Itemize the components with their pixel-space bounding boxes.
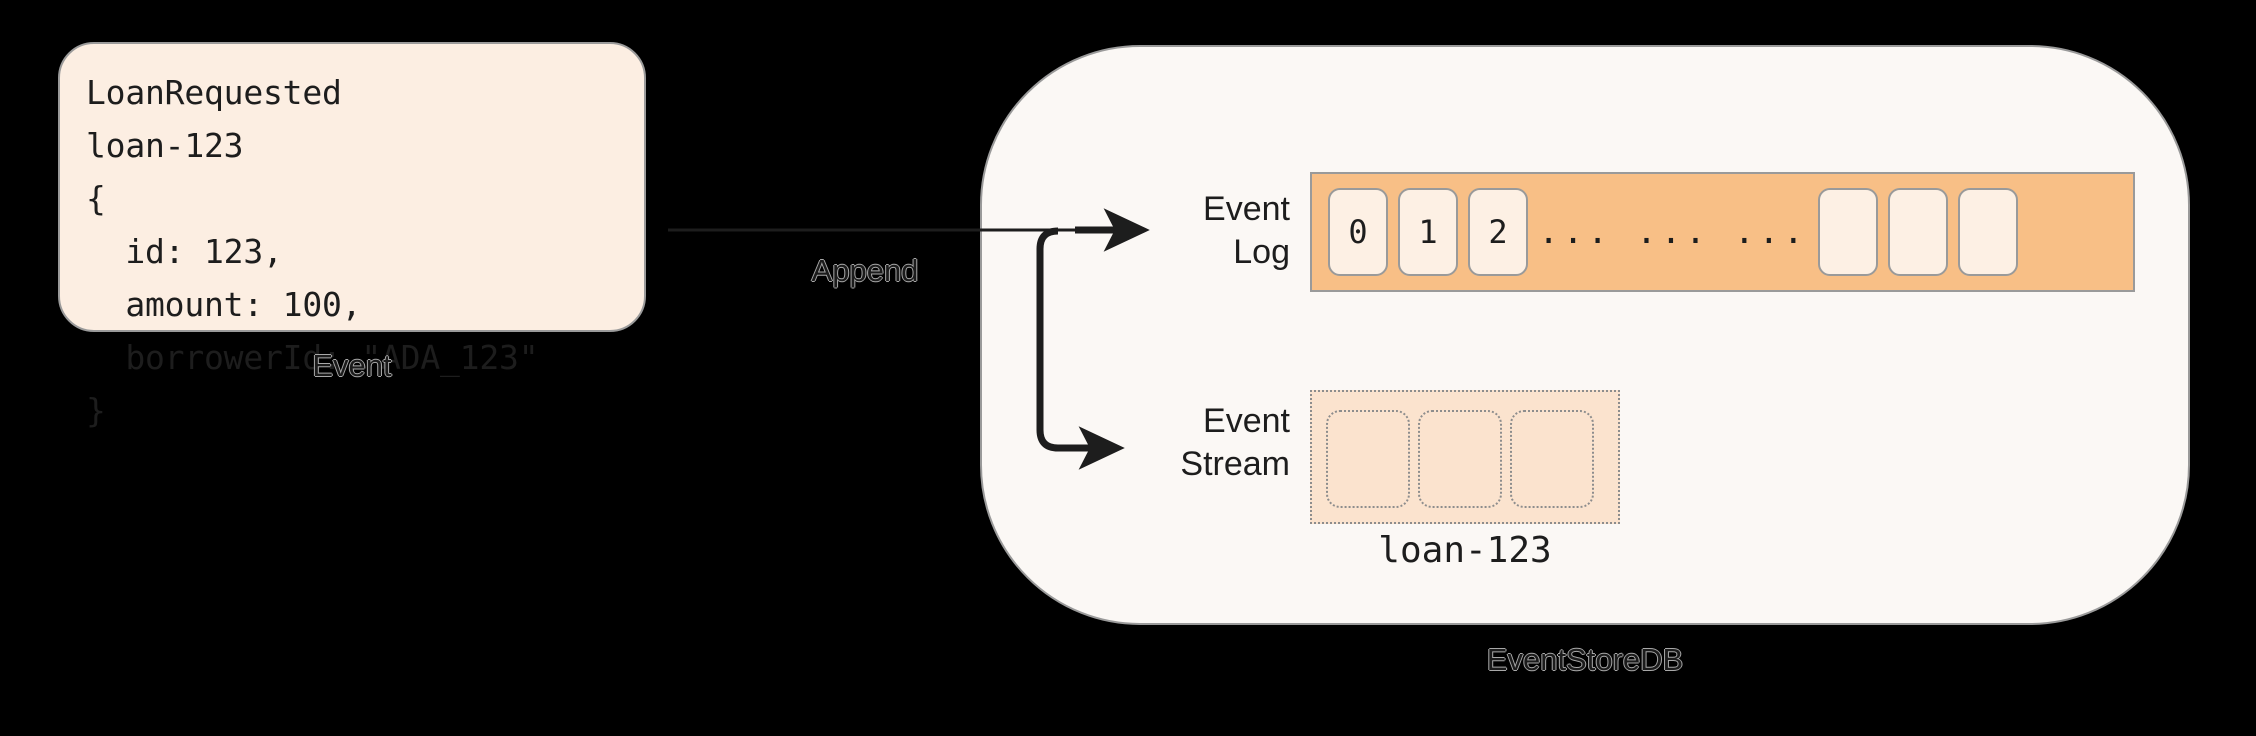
event-log-cells: 0 1 2 ... ... ...	[1328, 188, 2018, 276]
event-log-cell: 2	[1468, 188, 1528, 276]
eventstoredb-container	[980, 45, 2190, 625]
event-log-cell	[1958, 188, 2018, 276]
event-log-strip: 0 1 2 ... ... ...	[1310, 172, 2135, 292]
event-stream-name: loan-123	[1378, 530, 1552, 571]
event-stream-cells	[1326, 410, 1594, 508]
event-log-cell: 0	[1328, 188, 1388, 276]
event-card: LoanRequested loan-123 { id: 123, amount…	[58, 42, 646, 430]
event-log-cell	[1888, 188, 1948, 276]
event-stream-cell	[1510, 410, 1594, 508]
event-log-ellipsis: ... ... ...	[1538, 212, 1808, 252]
event-log-cell: 1	[1398, 188, 1458, 276]
event-log-label: Event Log	[1203, 190, 1290, 271]
append-arrow-label: Append	[811, 253, 919, 288]
event-log-cell	[1818, 188, 1878, 276]
eventstoredb-caption: EventStoreDB	[1486, 642, 1684, 677]
event-stream-cell	[1326, 410, 1410, 508]
event-payload-code: LoanRequested loan-123 { id: 123, amount…	[86, 73, 539, 430]
event-stream-cell	[1418, 410, 1502, 508]
event-stream-label: Event Stream	[1180, 402, 1290, 483]
event-card-caption: Event	[312, 348, 392, 383]
event-stream-strip	[1310, 390, 1620, 524]
